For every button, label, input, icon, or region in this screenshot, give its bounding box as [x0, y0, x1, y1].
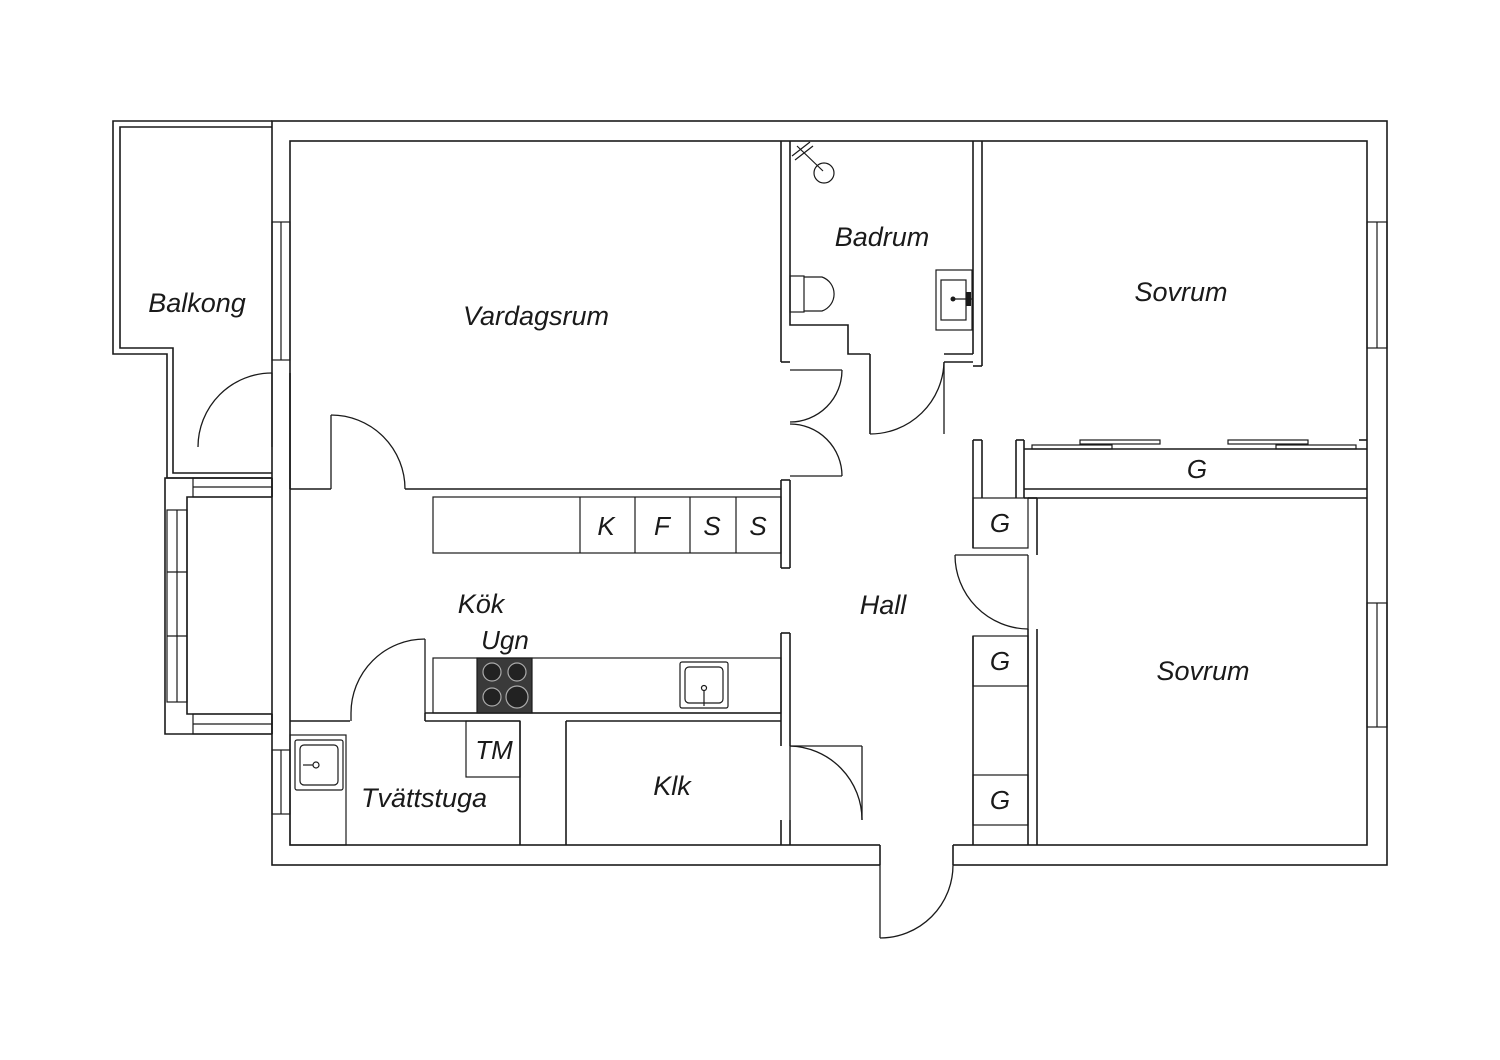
- shower-icon: [791, 141, 835, 184]
- room-label-tvattstuga: Tvättstuga: [361, 783, 487, 813]
- washbasin-icon: [935, 269, 973, 331]
- wardrobes: [972, 497, 1037, 845]
- bedroom-walls: [954, 439, 1367, 845]
- room-label-hall: Hall: [860, 590, 908, 620]
- windows: [271, 221, 1388, 815]
- kitchen-upper-counter: [432, 496, 782, 554]
- room-labels: Balkong Vardagsrum Badrum Sovrum Sovrum …: [148, 222, 1249, 813]
- fixture-label-ugn: Ugn: [481, 625, 529, 655]
- closet-walls: [780, 721, 863, 845]
- sink-icon: [679, 661, 729, 709]
- fixture-label-frys: F: [654, 511, 672, 541]
- fixture-label-skap-1: S: [703, 511, 721, 541]
- room-label-vardagsrum: Vardagsrum: [463, 301, 609, 331]
- living-room-walls: [271, 141, 870, 569]
- fixture-label-garderob-4: G: [990, 785, 1010, 815]
- fixture-label-garderob-2: G: [990, 508, 1010, 538]
- fixture-label-skap-2: S: [749, 511, 767, 541]
- fixture-label-tvattmaskin: TM: [475, 735, 513, 765]
- room-label-badrum: Badrum: [835, 222, 930, 252]
- fixture-label-garderob-1: G: [1187, 454, 1207, 484]
- room-label-kok: Kök: [458, 589, 506, 619]
- room-label-sovrum-1: Sovrum: [1134, 277, 1227, 307]
- entrance-door: [879, 843, 954, 939]
- kitchen-bay: [164, 477, 273, 735]
- room-label-sovrum-2: Sovrum: [1156, 656, 1249, 686]
- fixture-labels: K F S S Ugn TM G G G G: [475, 454, 1207, 815]
- bathroom-walls: [869, 141, 983, 435]
- fixture-label-kyl: K: [597, 511, 616, 541]
- laundry-walls: [271, 638, 567, 846]
- room-label-balkong: Balkong: [148, 288, 246, 318]
- room-label-klk: Klk: [653, 771, 692, 801]
- toilet-icon: [789, 275, 835, 313]
- stove-icon: [476, 657, 533, 714]
- outer-walls: [271, 120, 1388, 866]
- fixture-label-garderob-3: G: [990, 646, 1010, 676]
- washbasin-icon: [294, 739, 344, 791]
